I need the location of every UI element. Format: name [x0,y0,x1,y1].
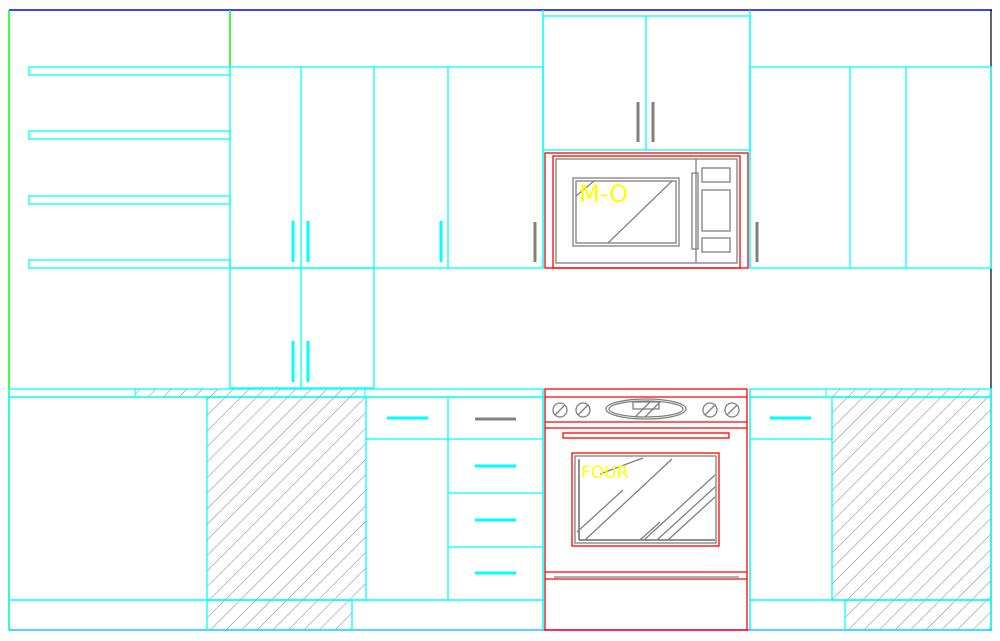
microwave-label: M-O [579,180,628,208]
shelf [28,130,231,140]
microwave-handle [691,172,699,250]
oven-range: FOUR [542,388,751,631]
microwave-button [701,237,731,253]
countertop-left [8,388,544,398]
microwave-display [701,167,731,183]
oven-knob [702,402,718,418]
appliance-space-hatch [831,396,992,601]
microwave: M-O [544,152,749,269]
shelf [28,259,231,269]
base-cabinets-left [8,396,544,631]
cabinet-above-microwave [542,10,751,268]
open-shelves [28,66,231,269]
oven-label: FOUR [581,463,629,483]
upper-cabinets-left [229,66,544,389]
base-cabinets-right [749,396,992,631]
oven-knob [552,402,568,418]
countertop-right [749,388,992,398]
oven-window: FOUR [571,452,720,547]
shelf [28,195,231,205]
appliance-space-hatch [206,396,367,601]
oven-knob [724,402,740,418]
upper-cabinets-right [749,66,992,269]
shelf [28,66,231,76]
oven-handle [562,432,730,439]
oven-knob [575,402,591,418]
microwave-keypad [701,189,731,232]
oven-control-panel [605,398,687,420]
